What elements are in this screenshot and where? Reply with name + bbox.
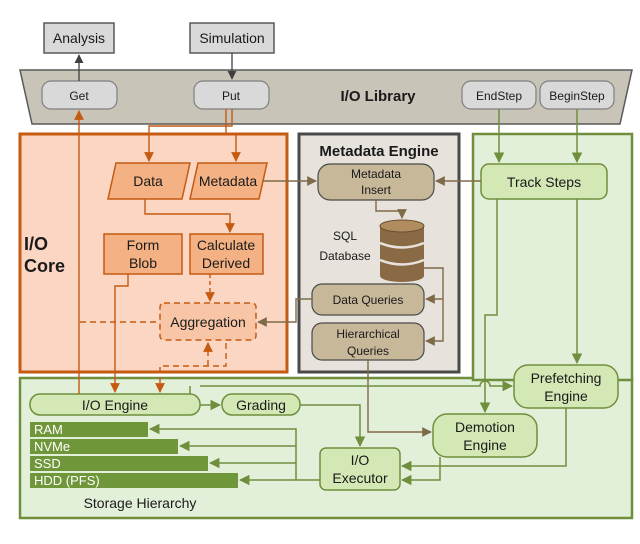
edge-blob-ioengine [110, 274, 129, 393]
edge-db-queries [424, 267, 444, 346]
io-executor-node [319, 447, 401, 491]
aggregation-label: Aggregation [170, 314, 246, 330]
form-blob-label-1: Form [127, 237, 160, 253]
calculate-derived-node [189, 233, 264, 275]
hier-queries-label-2: Queries [347, 344, 389, 358]
executor-label-2: Executor [332, 470, 388, 486]
hier-queries-label-1: Hierarchical [336, 327, 399, 341]
get-label: Get [69, 89, 89, 103]
prefetch-label-1: Prefetching [531, 370, 602, 386]
grading-label: Grading [236, 397, 286, 413]
edge-ioengine-prefetch [200, 380, 514, 392]
tier-hdd-label: HDD (PFS) [34, 473, 100, 488]
tier-ram-label: RAM [34, 422, 63, 437]
analysis-box [43, 22, 115, 54]
sql-db-label-2: Database [319, 249, 371, 263]
demotion-engine-node [432, 413, 538, 458]
metadata-insert-label-2: Insert [361, 183, 392, 197]
put-label: Put [222, 89, 241, 103]
form-blob-node [103, 233, 183, 275]
metadata-engine-title: Metadata Engine [319, 143, 438, 160]
tier-ssd-label: SSD [34, 456, 61, 471]
metadata-node [189, 162, 268, 200]
demotion-label-2: Engine [463, 437, 507, 453]
calc-derived-label-1: Calculate [197, 237, 256, 253]
tier-nvme-label: NVMe [34, 439, 70, 454]
prefetch-label-2: Engine [544, 388, 588, 404]
data-queries-label: Data Queries [333, 293, 404, 307]
storage-hierarchy-title: Storage Hierarchy [84, 495, 197, 511]
beginstep-label: BeginStep [549, 89, 605, 103]
io-library-title: I/O Library [340, 88, 416, 105]
edge-hier-demotion [367, 360, 432, 437]
io-core-title-2: Core [24, 256, 65, 276]
edge-aggregation-ioengine [155, 343, 227, 393]
tier-hdd [30, 473, 238, 488]
form-blob-label-2: Blob [129, 255, 157, 271]
edge-put-metadata [225, 109, 241, 162]
tier-nvme [30, 439, 178, 454]
edge-demotion-executor [400, 457, 441, 486]
tier-ram [30, 422, 148, 437]
data-node [107, 162, 191, 200]
edge-insert-db [375, 200, 407, 219]
track-steps-label: Track Steps [507, 174, 581, 190]
database-icon [379, 219, 425, 282]
metadata-label: Metadata [199, 173, 258, 189]
simulation-label: Simulation [199, 30, 264, 46]
analysis-label: Analysis [53, 30, 105, 46]
edge-prefetch-executor [400, 408, 567, 472]
sql-db-label-1: SQL [333, 229, 357, 243]
io-engine-label: I/O Engine [82, 397, 148, 413]
simulation-box [189, 22, 275, 54]
edge-data-calc [144, 199, 235, 233]
edge-track-demotion [479, 199, 498, 414]
calc-derived-label-2: Derived [202, 255, 250, 271]
metadata-insert-label-1: Metadata [351, 167, 401, 181]
executor-label-1: I/O [351, 452, 370, 468]
io-core-title-1: I/O [24, 234, 48, 254]
data-label: Data [133, 173, 163, 189]
edge-put-data [144, 109, 233, 162]
demotion-label-1: Demotion [455, 419, 515, 435]
aggregation-node [159, 302, 257, 341]
endstep-label: EndStep [476, 89, 522, 103]
edge-executor-tiers [148, 423, 320, 481]
tier-ssd [30, 456, 208, 471]
edge-dataqueries-aggregation [257, 298, 312, 327]
edge-grading-executor [300, 404, 366, 448]
